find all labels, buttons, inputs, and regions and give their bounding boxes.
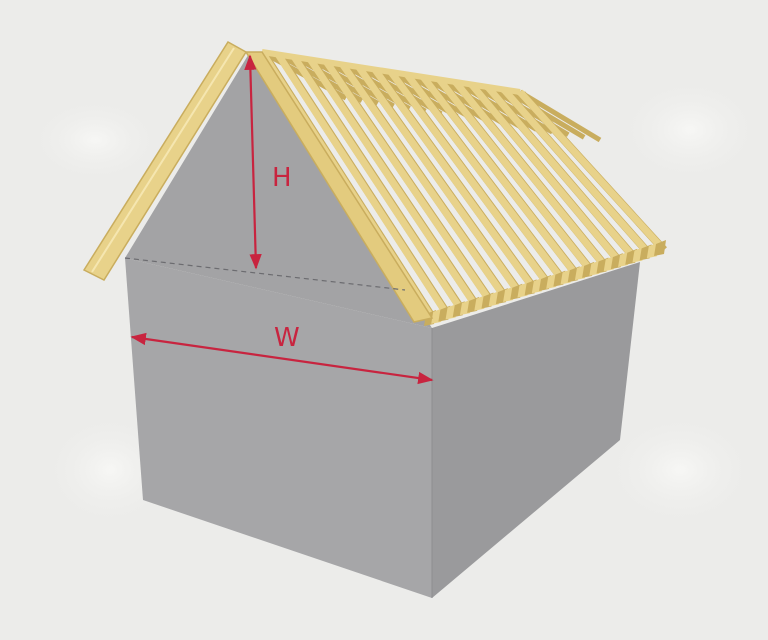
front-rafter <box>420 74 579 277</box>
front-rafter <box>323 60 493 303</box>
side-wall <box>432 262 640 598</box>
back-rafter <box>421 74 507 127</box>
width-label: W <box>274 323 300 353</box>
gable-triangle <box>125 52 432 328</box>
gable-base-dashed-line <box>124 257 406 291</box>
front-rafter <box>355 64 522 294</box>
front-rafter <box>404 72 565 281</box>
front-rafter <box>291 55 464 312</box>
right-gable-rafter <box>244 51 434 323</box>
back-rafter <box>389 69 475 122</box>
front-rafter <box>452 79 608 268</box>
front-rafter <box>517 89 665 251</box>
front-rafter <box>388 69 550 286</box>
front-rafter <box>275 52 450 316</box>
back-rafter <box>405 72 491 124</box>
front-rafter <box>307 57 479 307</box>
front-rafter <box>468 82 622 264</box>
back-rafter <box>438 77 522 130</box>
back-rafter <box>454 79 538 132</box>
front-rafter <box>501 87 651 255</box>
back-rafter <box>518 89 602 143</box>
rafter-tail <box>654 240 666 256</box>
front-rafter <box>339 62 507 299</box>
gable-rafters <box>82 41 434 323</box>
front-rafter <box>372 67 536 290</box>
front-rafter <box>485 84 636 260</box>
height-label: H <box>272 163 292 193</box>
ridge-board <box>261 49 521 95</box>
house-walls <box>125 52 640 598</box>
height-dimension-arrow <box>244 54 262 270</box>
width-dimension-arrow <box>130 332 434 385</box>
front-rafter <box>436 77 593 273</box>
